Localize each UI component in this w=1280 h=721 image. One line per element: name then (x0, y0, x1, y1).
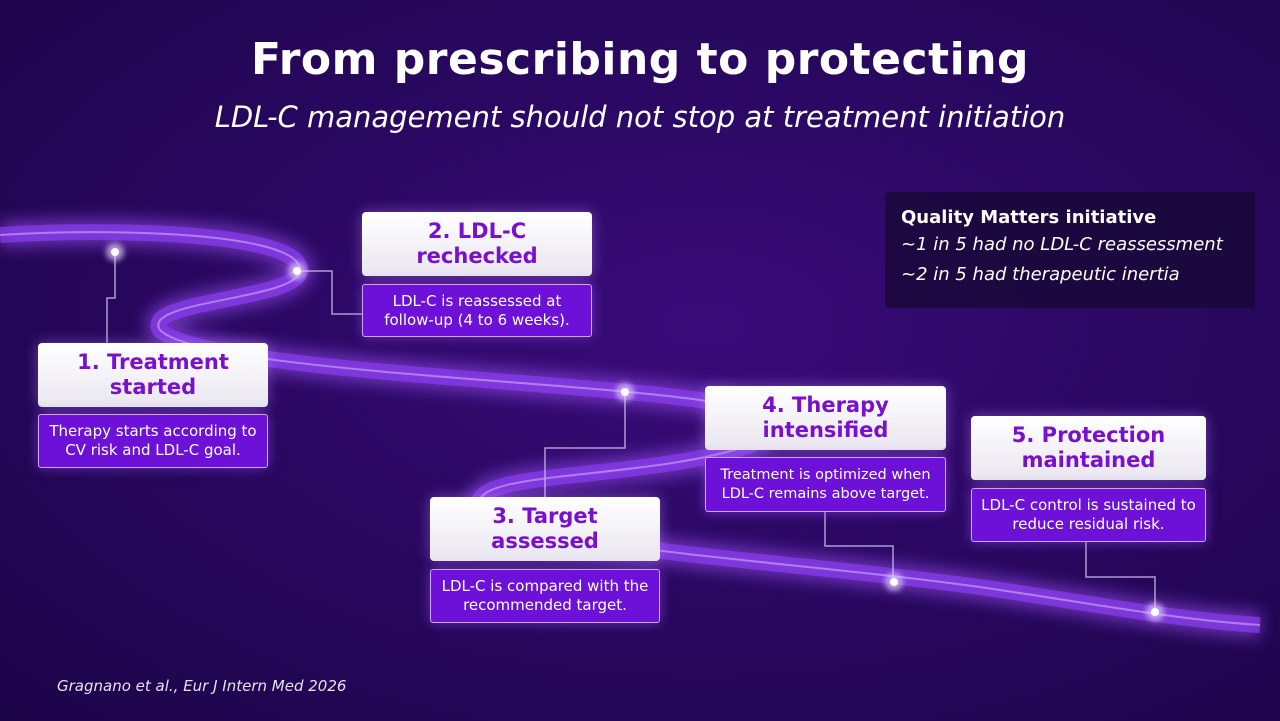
step-1-title: 1. Treatment started (38, 343, 268, 407)
connector-step-1 (106, 252, 116, 343)
connector-step-5 (1085, 542, 1156, 612)
connector-step-4 (824, 512, 894, 582)
connector-step-3 (544, 392, 626, 497)
citation: Gragnano et al., Eur J Intern Med 2026 (57, 677, 347, 695)
slide-subtitle: LDL-C management should not stop at trea… (214, 100, 1066, 134)
node-dots (106, 243, 1164, 621)
step-2-title: 2. LDL-C rechecked (362, 212, 592, 276)
step-5-title: 5. Protection maintained (971, 416, 1206, 480)
callout-heading: Quality Matters initiative (901, 207, 1157, 228)
slide-title: From prescribing to protecting (250, 34, 1030, 85)
callout-line-reassessment: ~1 in 5 had no LDL-C reassessment (901, 234, 1223, 255)
quality-matters-callout: Quality Matters initiative ~1 in 5 had n… (885, 192, 1255, 308)
step-4-title: 4. Therapy intensified (705, 386, 946, 450)
step-2-description: LDL-C is reassessed at follow-up (4 to 6… (362, 284, 592, 337)
step-3-description: LDL-C is compared with the recommended t… (430, 569, 660, 623)
step-4-description: Treatment is optimized when LDL-C remain… (705, 457, 946, 512)
connector-step-2 (297, 270, 362, 315)
step-5-description: LDL-C control is sustained to reduce res… (971, 488, 1206, 542)
step-3-title: 3. Target assessed (430, 497, 660, 561)
callout-line-inertia: ~2 in 5 had therapeutic inertia (901, 264, 1180, 285)
step-1-description: Therapy starts according to CV risk and … (38, 414, 268, 468)
